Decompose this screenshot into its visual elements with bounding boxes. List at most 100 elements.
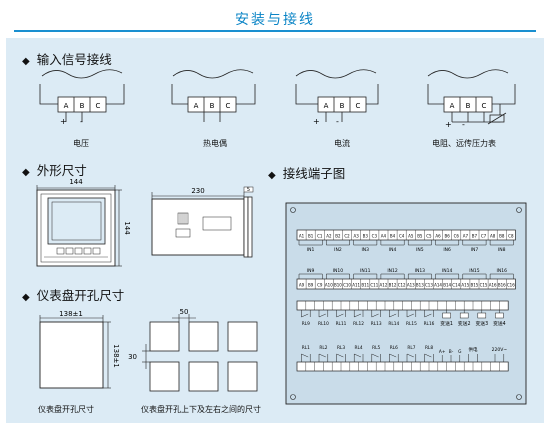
- terminal-a-label: A: [194, 102, 199, 110]
- terminal-label: B3: [363, 234, 369, 239]
- terminal-label: B1: [308, 234, 314, 239]
- terminal-label: A3: [354, 234, 360, 239]
- terminal-label: C11: [370, 283, 378, 288]
- input-group-label: IN7: [471, 247, 479, 253]
- relay-label: RL8: [425, 345, 433, 351]
- relay-label: RL4: [355, 345, 363, 351]
- terminal-label: B16: [498, 283, 506, 288]
- terminal-label: C15: [480, 283, 488, 288]
- relay-label: RL12: [353, 321, 364, 327]
- input-group-label: IN1: [307, 247, 315, 253]
- cutout-spacing-drawing: 50 30: [128, 308, 258, 392]
- wiring-diagram-current: A B C + -: [295, 69, 379, 126]
- terminal-label: A1: [299, 234, 305, 239]
- spacing-v-dim: 30: [128, 353, 137, 361]
- comm-label: G: [458, 349, 461, 355]
- section-cutout-label: 仪表盘开孔尺寸: [36, 288, 125, 303]
- diamond-bullet-icon: ◆: [22, 167, 30, 178]
- cutout-caption-right: 仪表盘开孔上下及左右之间的尺寸: [141, 405, 261, 414]
- input-group-label: IN6: [443, 247, 451, 253]
- mounting-hole-icon: [516, 394, 522, 400]
- relay-label: RL5: [372, 345, 380, 351]
- diamond-bullet-icon: ◆: [22, 292, 30, 303]
- plus-sign: +: [313, 117, 320, 126]
- section-terminals-title: ◆ 接线端子图: [268, 163, 345, 182]
- front-width-dim: 144: [69, 178, 83, 186]
- input-group-label: IN5: [416, 247, 424, 253]
- comm-label: B-: [449, 349, 454, 355]
- terminal-label: B9: [308, 283, 314, 288]
- terminal-label: B15: [471, 283, 479, 288]
- transmit-label: 变送3: [475, 320, 488, 327]
- terminal-label: C2: [344, 234, 350, 239]
- cutout-width-dim: 138±1: [59, 310, 83, 318]
- terminal-label: C7: [481, 234, 487, 239]
- page-title: 安装与接线: [235, 12, 315, 28]
- input-group-label: IN2: [334, 247, 342, 253]
- transmit-label: 变送4: [493, 320, 506, 327]
- side-panel-dim: 5: [247, 187, 250, 193]
- input-group-label: IN3: [361, 247, 369, 253]
- vent-grille: [177, 212, 189, 225]
- relay-label: RL1: [302, 345, 310, 351]
- terminal-label: A6: [435, 234, 441, 239]
- input-group-label: IN16: [497, 268, 508, 274]
- section-terminals-label: 接线端子图: [282, 166, 346, 181]
- terminal-label: B8: [499, 234, 505, 239]
- transmit-label: 变送1: [440, 320, 453, 327]
- wiring-caption-voltage: 电压: [73, 139, 89, 148]
- terminal-label: C13: [425, 283, 433, 288]
- cutout-caption-left: 仪表盘开孔尺寸: [38, 405, 94, 414]
- minus-sign: -: [336, 117, 339, 126]
- relay-label: RL16: [424, 321, 435, 327]
- front-height-dim: 144: [123, 221, 131, 235]
- section-cutout-title: ◆ 仪表盘开孔尺寸: [22, 285, 124, 304]
- mounting-hole-icon: [290, 207, 296, 213]
- terminal-label: A13: [407, 283, 415, 288]
- section-wiring-title: ◆输入信号接线: [22, 49, 112, 68]
- terminal-label: C6: [454, 234, 460, 239]
- minus-sign: -: [80, 117, 83, 126]
- plus-sign: +: [60, 117, 67, 126]
- mounting-hole-icon: [290, 394, 296, 400]
- terminal-b-label: B: [80, 102, 85, 110]
- terminal-b-label: B: [340, 102, 345, 110]
- section-wiring-label: 输入信号接线: [36, 52, 112, 67]
- terminal-label: C5: [426, 234, 432, 239]
- terminal-label: B4: [390, 234, 396, 239]
- terminal-a-label: A: [450, 102, 455, 110]
- terminal-label: A9: [299, 283, 305, 288]
- minus-sign: -: [462, 120, 465, 129]
- input-group-label: IN14: [442, 268, 453, 274]
- display-screen: [47, 197, 106, 245]
- relay-label: RL13: [371, 321, 382, 327]
- relay-label: RL11: [336, 321, 347, 327]
- wiring-diagram-resistance: A B C + -: [427, 69, 516, 129]
- side-view-drawing: 230 5: [151, 186, 254, 258]
- wiring-caption-current: 电流: [334, 139, 350, 148]
- terminal-label: A12: [380, 283, 388, 288]
- terminal-label: C8: [508, 234, 514, 239]
- panel-cutout-drawing: 138±1 138±1: [39, 310, 120, 389]
- terminal-c-label: C: [226, 102, 231, 110]
- input-group-label: IN15: [469, 268, 480, 274]
- terminal-b-label: B: [466, 102, 471, 110]
- terminal-label: B10: [334, 283, 342, 288]
- mounting-clip: [175, 228, 191, 238]
- terminal-label: C9: [317, 283, 323, 288]
- terminal-c-label: C: [482, 102, 487, 110]
- terminal-label: A7: [463, 234, 469, 239]
- diamond-bullet-icon: ◆: [268, 170, 276, 181]
- page-header: 安装与接线: [0, 0, 550, 34]
- spacing-h-dim: 50: [180, 308, 189, 316]
- power-label: 供电: [469, 346, 478, 353]
- relay-label: RL9: [302, 321, 310, 327]
- terminal-label: B6: [445, 234, 451, 239]
- resistor-icon: [459, 312, 469, 319]
- supply-voltage-label: 220V~: [492, 347, 508, 353]
- front-keypad: [56, 247, 101, 255]
